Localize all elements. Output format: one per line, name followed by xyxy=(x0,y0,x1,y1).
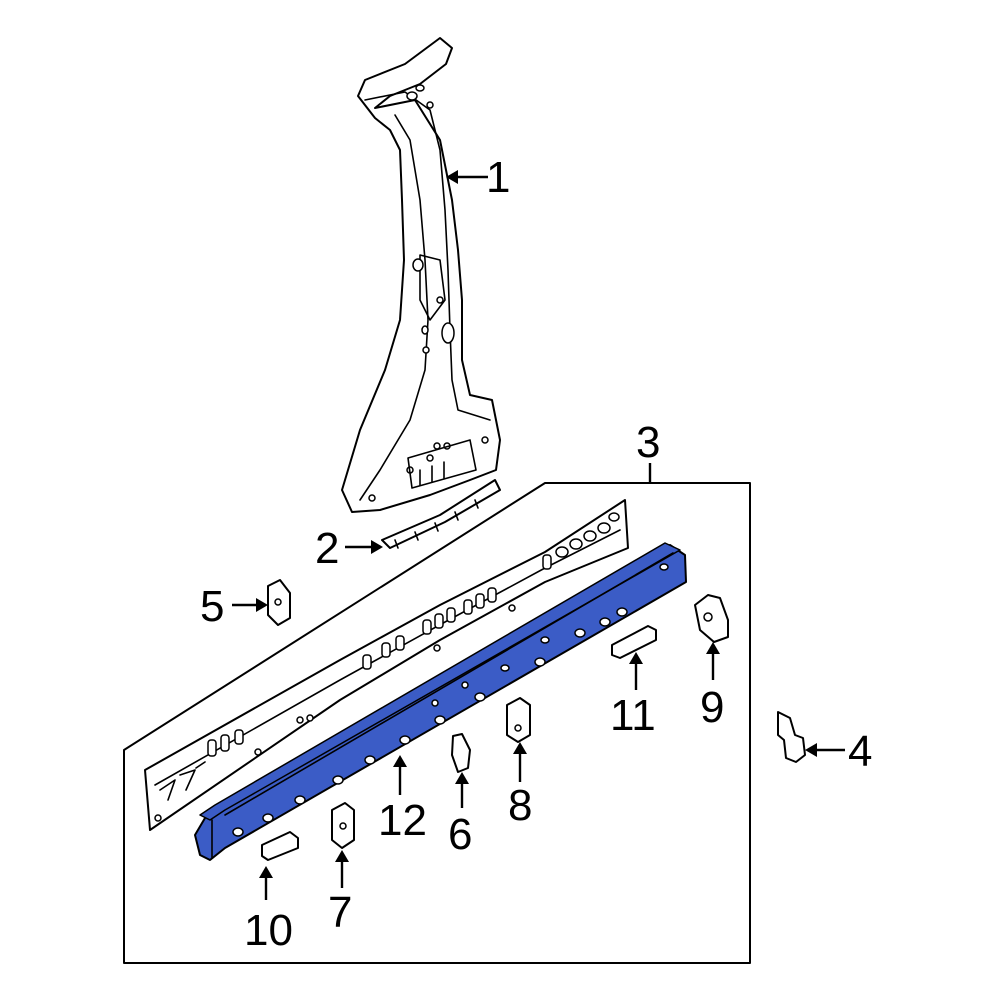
callout-8[interactable]: 8 xyxy=(508,781,532,830)
callout-4[interactable]: 4 xyxy=(848,727,872,776)
part-4-bracket[interactable] xyxy=(777,711,806,763)
part-1-pillar[interactable] xyxy=(341,37,501,513)
part-10-plate[interactable] xyxy=(261,831,299,861)
part-2-reinforcement[interactable] xyxy=(381,479,501,549)
callout-9[interactable]: 9 xyxy=(700,683,724,732)
callout-2[interactable]: 2 xyxy=(315,524,339,573)
part-11-plate[interactable] xyxy=(611,625,657,659)
part-8-bracket[interactable] xyxy=(506,697,531,743)
callouts: 1 3 2 5 4 12 6 8 9 11 10 7 xyxy=(200,153,872,955)
callout-1[interactable]: 1 xyxy=(486,153,510,202)
callout-11[interactable]: 11 xyxy=(610,691,656,740)
callout-10[interactable]: 10 xyxy=(244,906,293,955)
callout-5[interactable]: 5 xyxy=(200,582,224,631)
part-12-rocker-reinforcement[interactable] xyxy=(194,542,687,861)
part-9-bracket[interactable] xyxy=(694,594,729,643)
part-5-clip[interactable] xyxy=(267,579,291,626)
part-7-bracket[interactable] xyxy=(331,802,355,849)
callout-6[interactable]: 6 xyxy=(448,810,472,859)
part-3-rocker-inner[interactable] xyxy=(144,499,629,831)
callout-12[interactable]: 12 xyxy=(378,796,427,845)
callout-7[interactable]: 7 xyxy=(328,888,352,937)
part-6-bracket[interactable] xyxy=(451,733,471,773)
callout-3[interactable]: 3 xyxy=(636,418,660,467)
leaders xyxy=(232,170,845,900)
